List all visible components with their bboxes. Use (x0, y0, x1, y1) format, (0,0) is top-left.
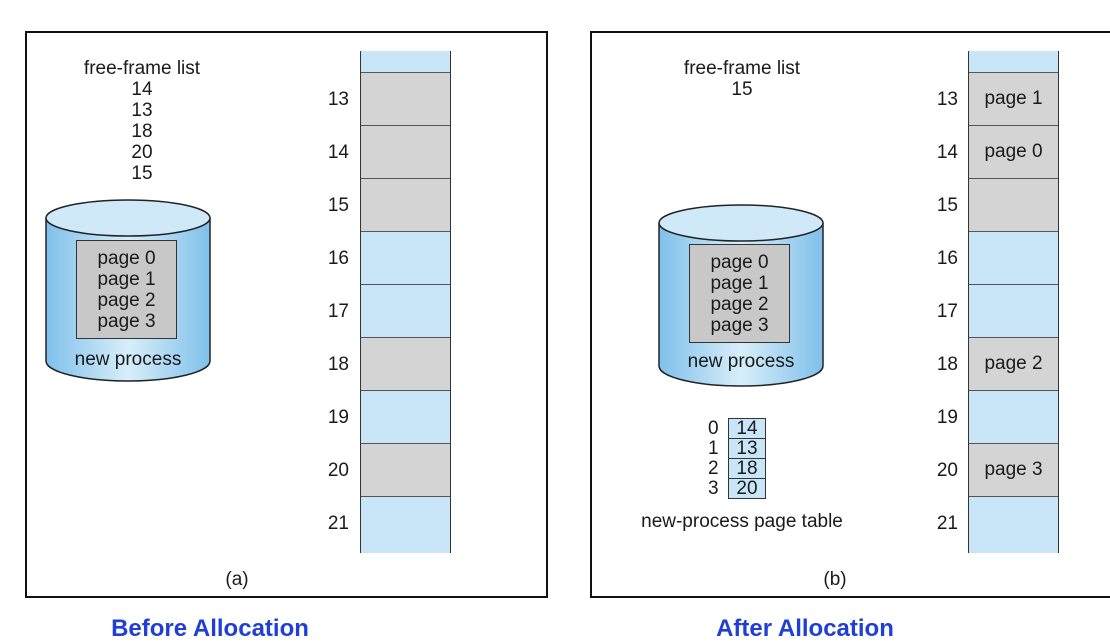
memory-frame (361, 126, 450, 179)
page-table-entry: 18 (728, 458, 766, 479)
disk-page-item: page 2 (97, 290, 156, 311)
memory-frame: page 2 (969, 338, 1058, 391)
memory-frame: page 3 (969, 444, 1058, 497)
disk-page-item: page 3 (97, 311, 156, 332)
frame-number: 15 (936, 195, 958, 216)
frame-number: 13 (936, 89, 958, 110)
free-frame-list-title: free-frame list (683, 58, 801, 79)
memory-frame (361, 338, 450, 391)
free-frame-item: 18 (131, 121, 153, 142)
panel-label: (a) (225, 569, 249, 590)
memory-frame: page 1 (969, 73, 1058, 126)
free-frame-item: 20 (131, 142, 153, 163)
caption-after: After Allocation (716, 615, 894, 642)
frame-number: 19 (327, 407, 349, 428)
disk-page-item: page 0 (710, 252, 769, 273)
disk-page-item: page 0 (97, 248, 156, 269)
memory-frame (361, 391, 450, 444)
frame-content: page 3 (984, 459, 1043, 480)
disk-label: new process (74, 349, 182, 370)
frame-number: 17 (327, 301, 349, 322)
disk-page-item: page 1 (97, 269, 156, 290)
panel-before-allocation: free-frame list 14 13 18 20 15 page 0 pa… (25, 31, 548, 598)
memory-frame: page 0 (969, 126, 1058, 179)
frame-number: 15 (327, 195, 349, 216)
free-frame-item: 13 (131, 100, 153, 121)
memory-frame (361, 497, 450, 553)
frame-number: 21 (936, 513, 958, 534)
frame-number: 18 (936, 354, 958, 375)
page-table-entry: 20 (728, 478, 766, 499)
frame-number: 14 (327, 142, 349, 163)
frame-number: 13 (327, 89, 349, 110)
panel-label: (b) (823, 569, 847, 590)
disk-label: new process (687, 351, 795, 372)
frame-number: 21 (327, 513, 349, 534)
frame-number: 18 (327, 354, 349, 375)
memory-frame (969, 285, 1058, 338)
frame-number: 16 (327, 248, 349, 269)
free-frame-list: 14 13 18 20 15 (47, 79, 237, 184)
free-frame-item: 14 (131, 79, 153, 100)
disk-page-item: page 3 (710, 315, 769, 336)
page-table-entry: 13 (728, 438, 766, 459)
memory-frame (361, 179, 450, 232)
free-frame-item: 15 (131, 163, 153, 184)
panel-after-allocation: free-frame list 15 page 0 page 1 page 2 … (590, 31, 1110, 598)
free-frame-item: 15 (731, 79, 753, 100)
disk-page-item: page 1 (710, 273, 769, 294)
memory-frame (361, 444, 450, 497)
page-table-entry: 14 (728, 418, 766, 439)
free-frame-list-title: free-frame list (83, 58, 201, 79)
memory-frame (361, 73, 450, 126)
frame-content: page 0 (984, 141, 1043, 162)
frame-content: page 1 (984, 88, 1043, 109)
frame-number: 20 (327, 460, 349, 481)
disk-pages-box: page 0 page 1 page 2 page 3 (689, 244, 790, 343)
page-table-label: new-process page table (641, 511, 843, 532)
memory-frame (969, 497, 1058, 553)
frame-content: page 2 (984, 353, 1043, 374)
memory-frame (969, 51, 1058, 73)
page-table-index: 3 (708, 478, 719, 499)
disk-pages-box: page 0 page 1 page 2 page 3 (76, 240, 177, 339)
memory-frame (361, 51, 450, 73)
physical-memory-column (360, 51, 451, 553)
memory-frame (361, 285, 450, 338)
memory-frame (969, 179, 1058, 232)
disk-page-item: page 2 (710, 294, 769, 315)
frame-number: 19 (936, 407, 958, 428)
frame-number: 16 (936, 248, 958, 269)
physical-memory-column: page 1 page 0 page 2 page 3 (968, 51, 1059, 553)
memory-frame (969, 232, 1058, 285)
frame-number: 20 (936, 460, 958, 481)
page-table-index: 1 (708, 438, 719, 459)
frame-number: 17 (936, 301, 958, 322)
memory-frame (969, 391, 1058, 444)
page-table-index: 2 (708, 458, 719, 479)
memory-frame (361, 232, 450, 285)
frame-number: 14 (936, 142, 958, 163)
caption-before: Before Allocation (111, 615, 309, 642)
page-table-index: 0 (708, 418, 719, 439)
